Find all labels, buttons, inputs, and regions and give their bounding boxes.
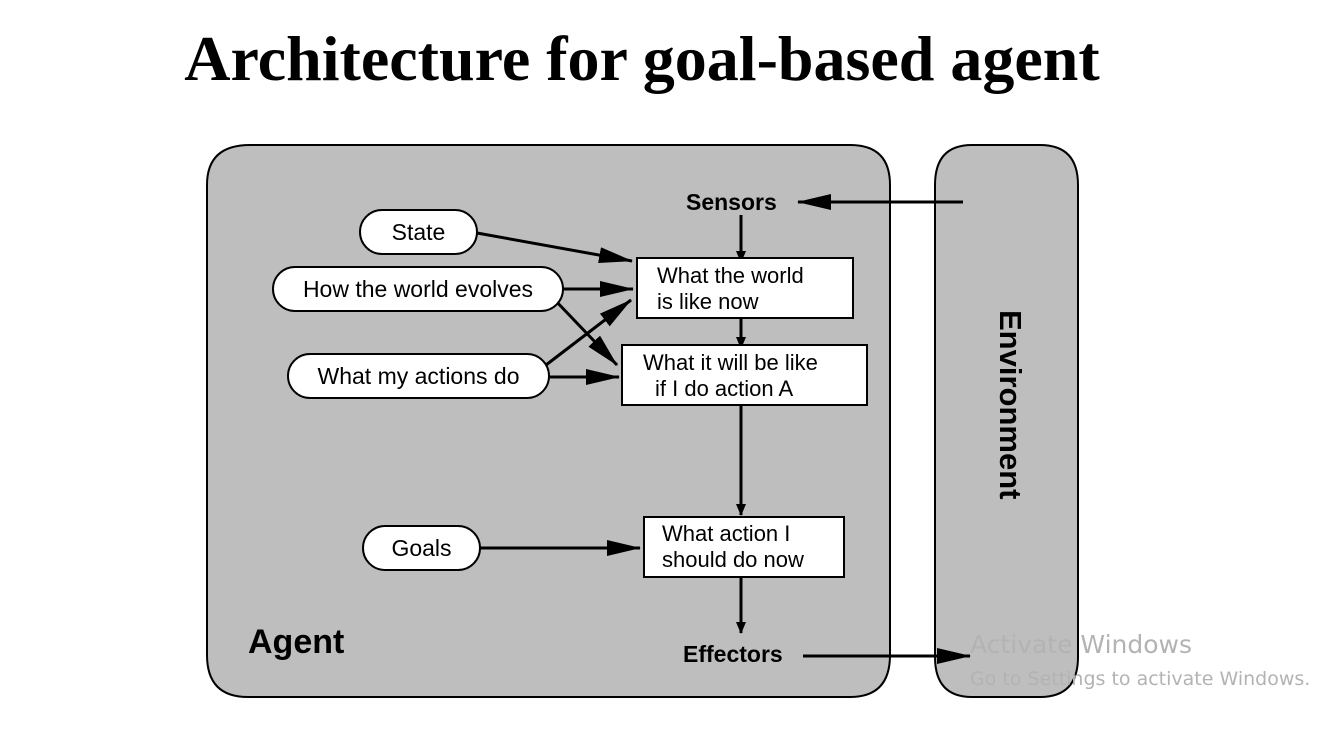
node-actions-do: What my actions do [287,353,550,399]
node-action-now: What action I should do now [643,516,845,578]
node-world-evolves-label: How the world evolves [303,276,533,302]
node-world-now-line1: What the world [657,263,804,288]
agent-panel [206,144,891,698]
node-will-be-like-line1: What it will be like [643,350,818,375]
node-goals: Goals [362,525,481,571]
node-world-now-line2: is like now [657,289,759,314]
node-will-be-like: What it will be like if I do action A [621,344,868,406]
node-world-evolves: How the world evolves [272,266,564,312]
node-action-now-line2: should do now [662,547,804,572]
node-goals-label: Goals [391,535,451,561]
node-state: State [359,209,478,255]
effectors-label: Effectors [683,641,783,667]
environment-label: Environment [993,310,1028,499]
node-will-be-like-line2: if I do action A [655,376,794,401]
page-title: Architecture for goal-based agent [184,23,1100,94]
activate-windows-subtitle: Go to Settings to activate Windows. [970,668,1311,690]
node-action-now-line1: What action I [662,521,790,546]
arrows [476,194,971,664]
node-state-label: State [392,219,446,245]
arrow-evolves-to-will-be [551,296,619,367]
agent-label: Agent [248,623,344,661]
arrow-state-to-world-now [476,231,633,264]
activate-windows-title: Activate Windows [970,630,1192,659]
environment-panel [934,144,1079,698]
node-actions-do-label: What my actions do [318,363,520,389]
arrow-actions-to-world-now [545,298,632,367]
sensors-label: Sensors [686,189,777,215]
node-world-now: What the world is like now [636,257,854,319]
